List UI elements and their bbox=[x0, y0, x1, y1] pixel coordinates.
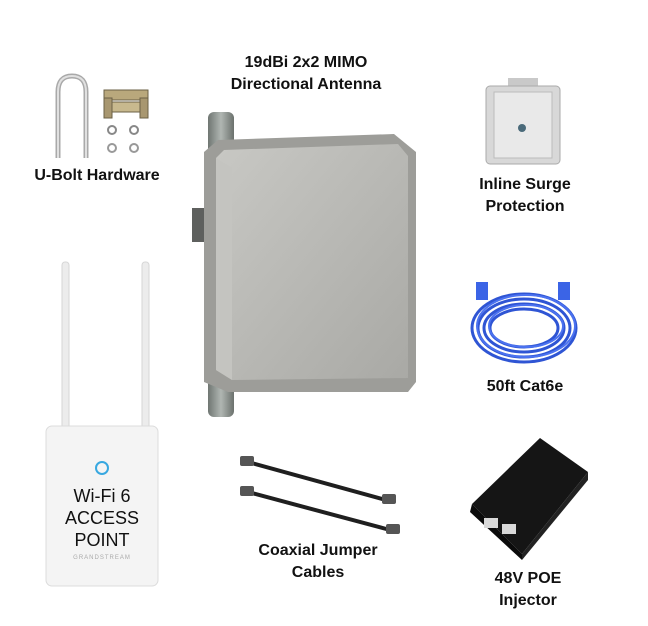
ap-label-line3: POINT bbox=[74, 530, 130, 550]
antenna-label: 19dBi 2x2 MIMO Directional Antenna bbox=[206, 52, 406, 96]
jumpers-label-line1: Coaxial Jumper bbox=[258, 542, 378, 559]
poe-label-line1: 48V POE bbox=[494, 570, 562, 587]
ap-brand: GRANDSTREAM bbox=[52, 554, 152, 562]
ubolt-label: U-Bolt Hardware bbox=[22, 165, 172, 187]
u-bolt-hardware-icon bbox=[48, 72, 158, 164]
surge-protector-icon bbox=[478, 78, 568, 168]
poe-injector-icon bbox=[466, 432, 592, 562]
jumpers-label-line2: Cables bbox=[291, 564, 345, 581]
ap-label: Wi-Fi 6 ACCESS POINT bbox=[52, 485, 152, 551]
cable-label: 50ft Cat6e bbox=[450, 376, 600, 398]
access-point-icon bbox=[44, 258, 162, 588]
ubolt-label-text: U-Bolt Hardware bbox=[34, 167, 160, 184]
coax-jumper-icon bbox=[238, 452, 408, 542]
antenna-label-line2: Directional Antenna bbox=[230, 76, 382, 93]
ethernet-cable-icon bbox=[462, 278, 588, 368]
ap-label-line2: ACCESS bbox=[64, 508, 140, 528]
surge-label-line2: Protection bbox=[485, 198, 565, 215]
surge-label: Inline Surge Protection bbox=[450, 174, 600, 218]
poe-label: 48V POE Injector bbox=[458, 568, 598, 612]
panel-antenna-icon bbox=[186, 112, 426, 417]
cable-label-text: 50ft Cat6e bbox=[486, 378, 564, 395]
surge-label-line1: Inline Surge bbox=[479, 176, 571, 193]
ap-brand-text: GRANDSTREAM bbox=[73, 555, 131, 561]
poe-label-line2: Injector bbox=[499, 592, 557, 609]
antenna-label-line1: 19dBi 2x2 MIMO bbox=[244, 54, 368, 71]
ap-label-line1: Wi-Fi 6 bbox=[73, 486, 131, 506]
jumpers-label: Coaxial Jumper Cables bbox=[228, 540, 408, 584]
